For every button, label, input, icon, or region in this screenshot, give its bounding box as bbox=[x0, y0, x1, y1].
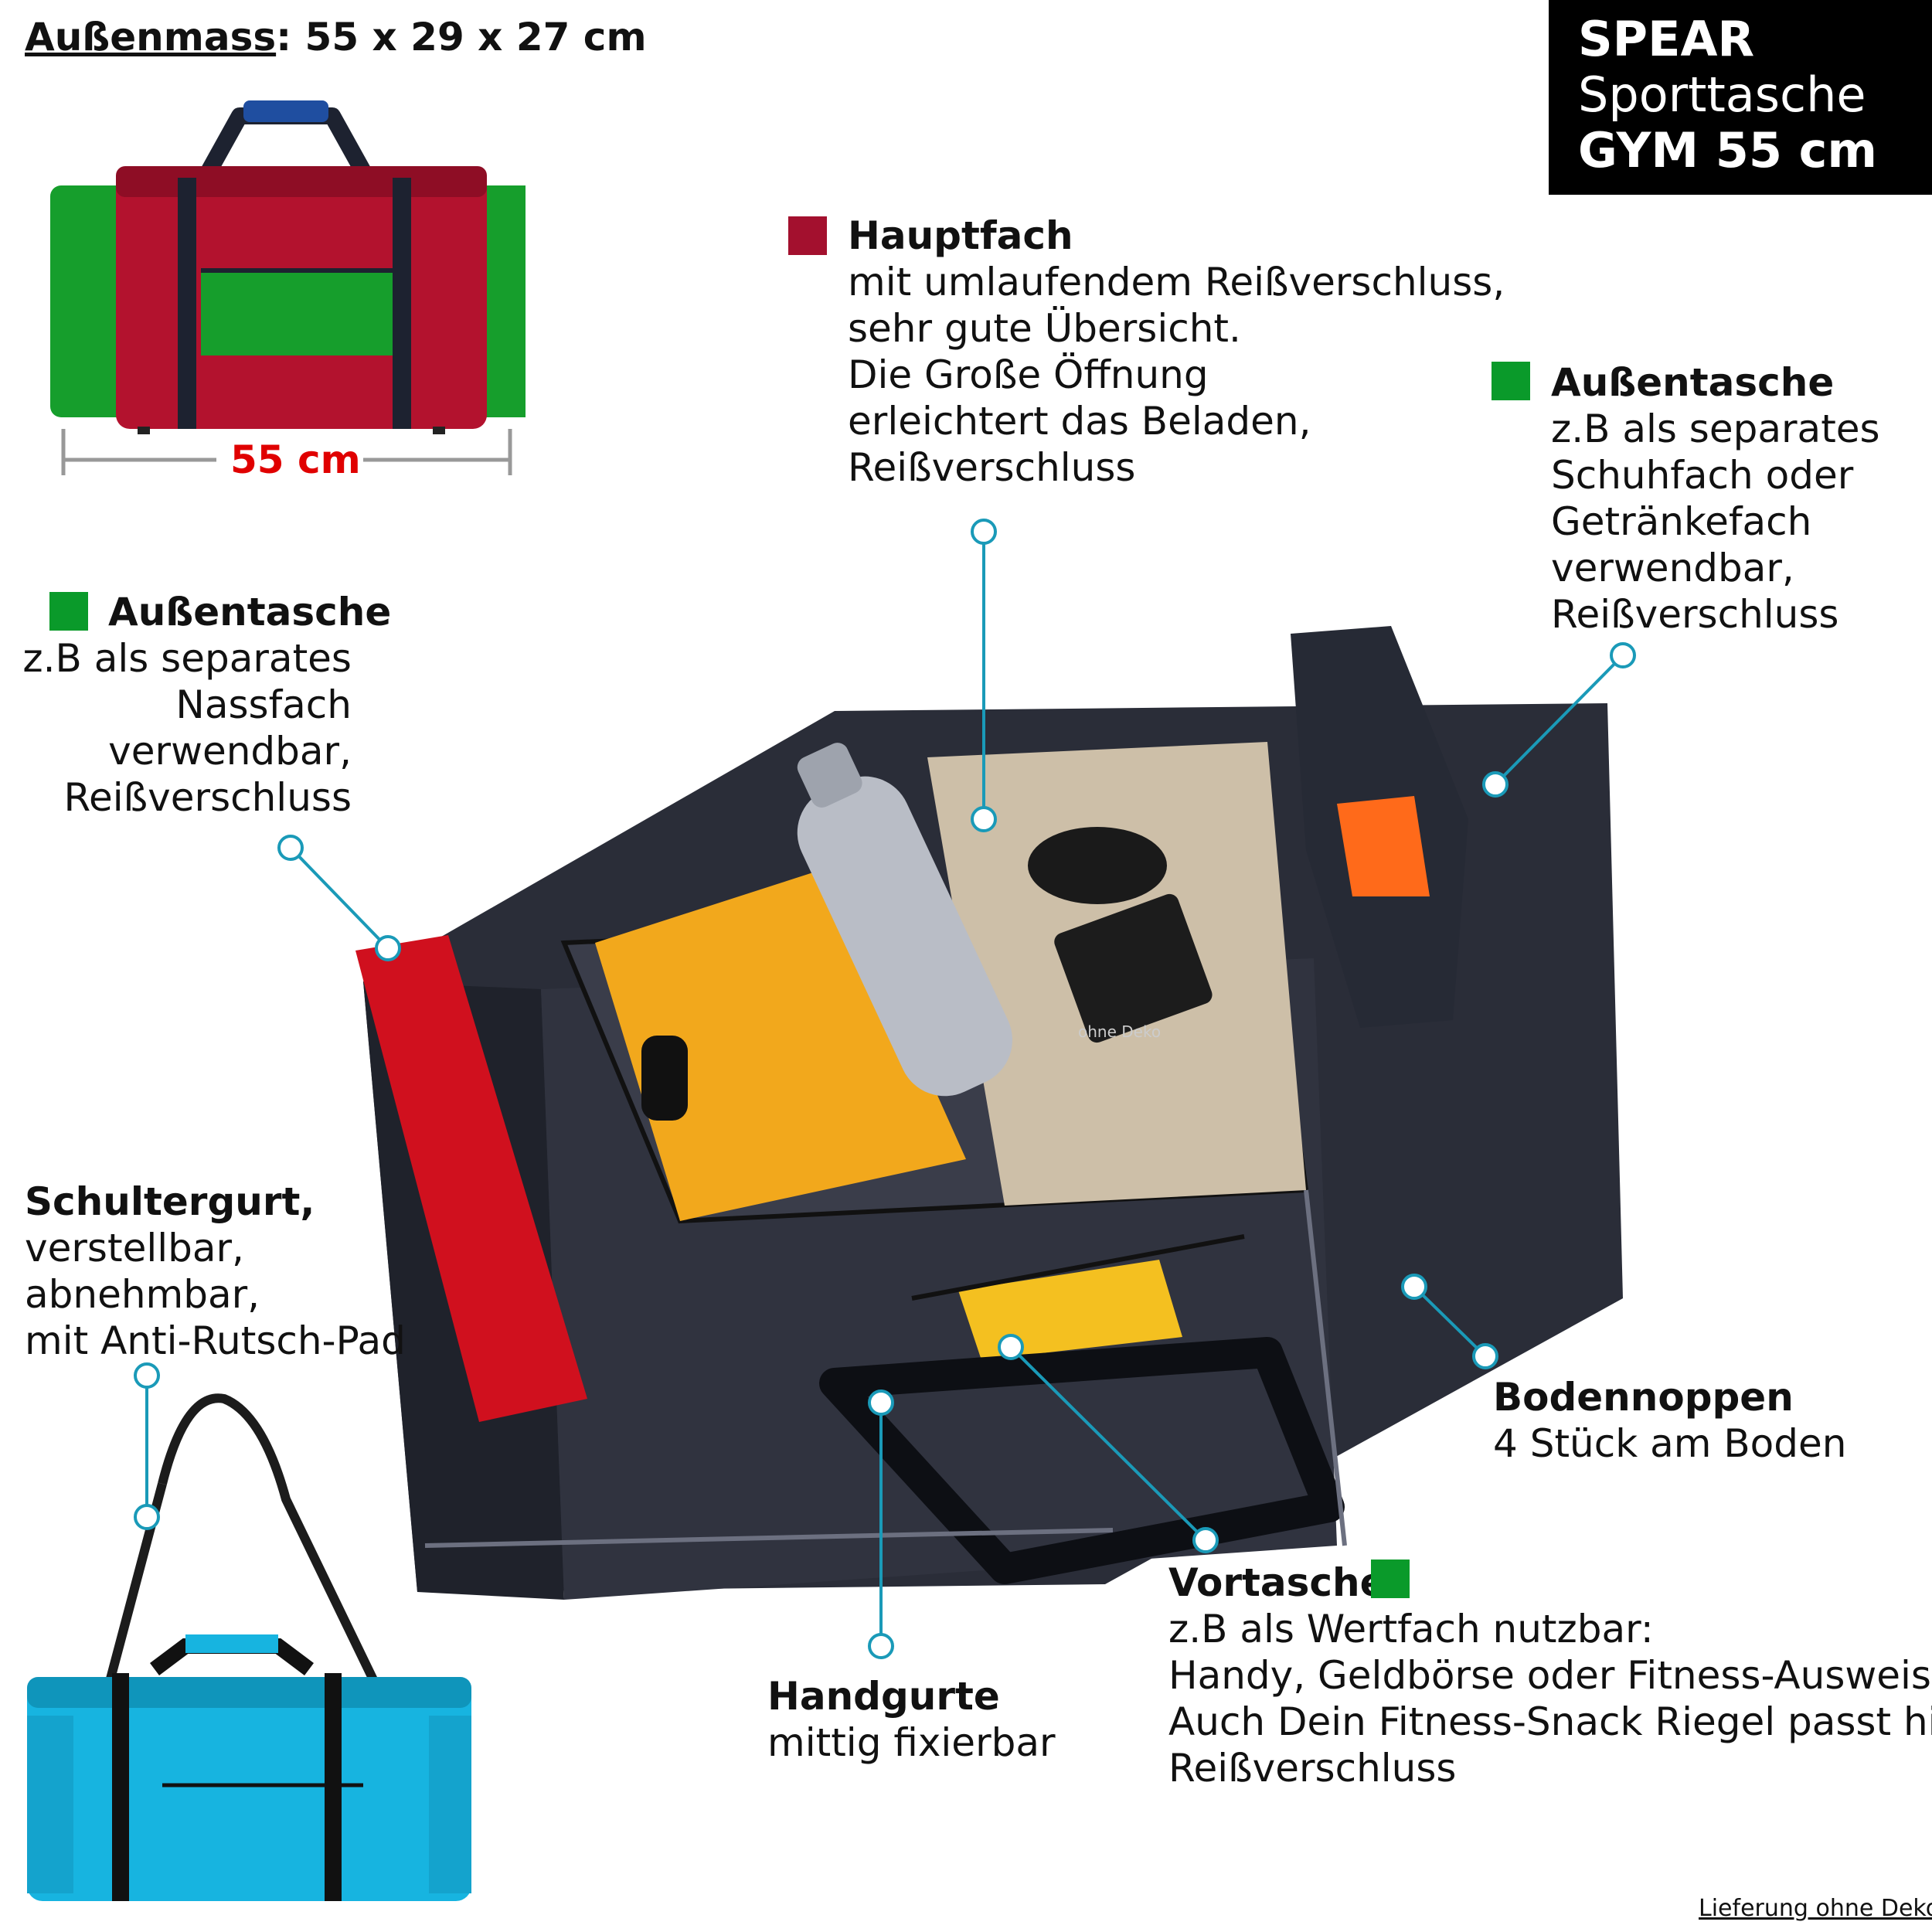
hauptfach-description: mit umlaufendem Reißverschluss, sehr gut… bbox=[848, 259, 1505, 491]
aussentasche-right-line: Getränkefach bbox=[1551, 499, 1812, 544]
aussentasche-left-color-square bbox=[49, 592, 88, 631]
handgurte-callout: Handgurte mittig fixierbar bbox=[767, 1673, 1056, 1766]
vortasche-color-square bbox=[1371, 1560, 1410, 1598]
aussentasche-right-color-square bbox=[1492, 362, 1530, 400]
brand-model: GYM 55 cm bbox=[1578, 122, 1877, 179]
handgurte-line: mittig fixierbar bbox=[767, 1720, 1056, 1765]
aussentasche-right-line: verwendbar, bbox=[1551, 546, 1794, 590]
red-green-bag-image bbox=[50, 100, 526, 434]
handgurte-text-dot bbox=[868, 1633, 894, 1659]
hauptfach-top-dot bbox=[971, 519, 997, 545]
hauptfach-line: Reißverschluss bbox=[848, 445, 1136, 490]
vortasche-line: Reißverschluss bbox=[1168, 1746, 1457, 1791]
width-dimension-label: 55 cm bbox=[230, 437, 361, 482]
brand-name: SPEAR bbox=[1578, 11, 1755, 67]
aussentasche-right-description: z.B als separates Schuhfach oder Getränk… bbox=[1551, 406, 1880, 638]
schultergurt-top-dot bbox=[134, 1362, 160, 1389]
aussentasche-right-line: Schuhfach oder bbox=[1551, 453, 1854, 498]
dimensions-value: : 55 x 29 x 27 cm bbox=[276, 15, 647, 60]
blue-bag-image bbox=[27, 1393, 471, 1901]
brand-product-type: Sporttasche bbox=[1578, 66, 1866, 123]
main-bag-image bbox=[355, 626, 1623, 1600]
aussentasche-left-line: Nassfach bbox=[175, 682, 352, 727]
schultergurt-callout: Schultergurt, verstellbar, abnehmbar, mi… bbox=[25, 1179, 406, 1364]
schultergurt-title: Schultergurt, bbox=[25, 1179, 315, 1224]
vortasche-line: Auch Dein Fitness-Snack Riegel passt hie… bbox=[1168, 1699, 1932, 1744]
aussentasche-left-line: Reißverschluss bbox=[63, 775, 352, 820]
schultergurt-line: mit Anti-Rutsch-Pad bbox=[25, 1318, 406, 1363]
aussentasche-right-title: Außentasche bbox=[1551, 360, 1835, 405]
vortasche-line: Handy, Geldbörse oder Fitness-Ausweis. bbox=[1168, 1653, 1932, 1698]
vortasche-description: z.B als Wertfach nutzbar: Handy, Geldbör… bbox=[1168, 1606, 1932, 1791]
handgurte-title: Handgurte bbox=[767, 1674, 1000, 1719]
watermark-text: ohne Deko bbox=[1078, 1022, 1162, 1041]
aussentasche-left-description: z.B als separates Nassfach verwendbar, R… bbox=[15, 635, 352, 821]
bodennoppen-line: 4 Stück am Boden bbox=[1493, 1421, 1847, 1466]
vortasche-line: z.B als Wertfach nutzbar: bbox=[1168, 1607, 1654, 1651]
bodennoppen-callout: Bodennoppen 4 Stück am Boden bbox=[1493, 1374, 1846, 1467]
hauptfach-line: sehr gute Übersicht. bbox=[848, 306, 1241, 351]
schultergurt-line: verstellbar, bbox=[25, 1226, 244, 1270]
brand-box: SPEAR Sporttasche GYM 55 cm bbox=[1549, 0, 1932, 195]
schultergurt-line: abnehmbar, bbox=[25, 1272, 260, 1317]
aussentasche-left-line: z.B als separates bbox=[22, 636, 352, 681]
bodennoppen-title: Bodennoppen bbox=[1493, 1375, 1794, 1420]
dimensions-label: Außenmass bbox=[25, 15, 277, 60]
aussentasche-left-title: Außentasche bbox=[108, 590, 392, 634]
footer-note: Lieferung ohne Deko bbox=[1699, 1895, 1932, 1922]
vortasche-title: Vortasche bbox=[1168, 1560, 1386, 1605]
aussentasche-left-top-dot bbox=[277, 835, 304, 861]
hauptfach-line: Die Große Öffnung bbox=[848, 352, 1209, 397]
aussentasche-right-line: Reißverschluss bbox=[1551, 592, 1839, 637]
hauptfach-line: erleichtert das Beladen, bbox=[848, 399, 1311, 444]
aussentasche-right-line: z.B als separates bbox=[1551, 406, 1880, 451]
width-dimension-line bbox=[61, 429, 512, 475]
hauptfach-title: Hauptfach bbox=[848, 213, 1073, 258]
hauptfach-color-square bbox=[788, 216, 827, 255]
hauptfach-line: mit umlaufendem Reißverschluss, bbox=[848, 260, 1505, 304]
dimensions-header: Außenmass: 55 x 29 x 27 cm bbox=[25, 14, 647, 60]
aussentasche-left-line: verwendbar, bbox=[108, 729, 352, 774]
